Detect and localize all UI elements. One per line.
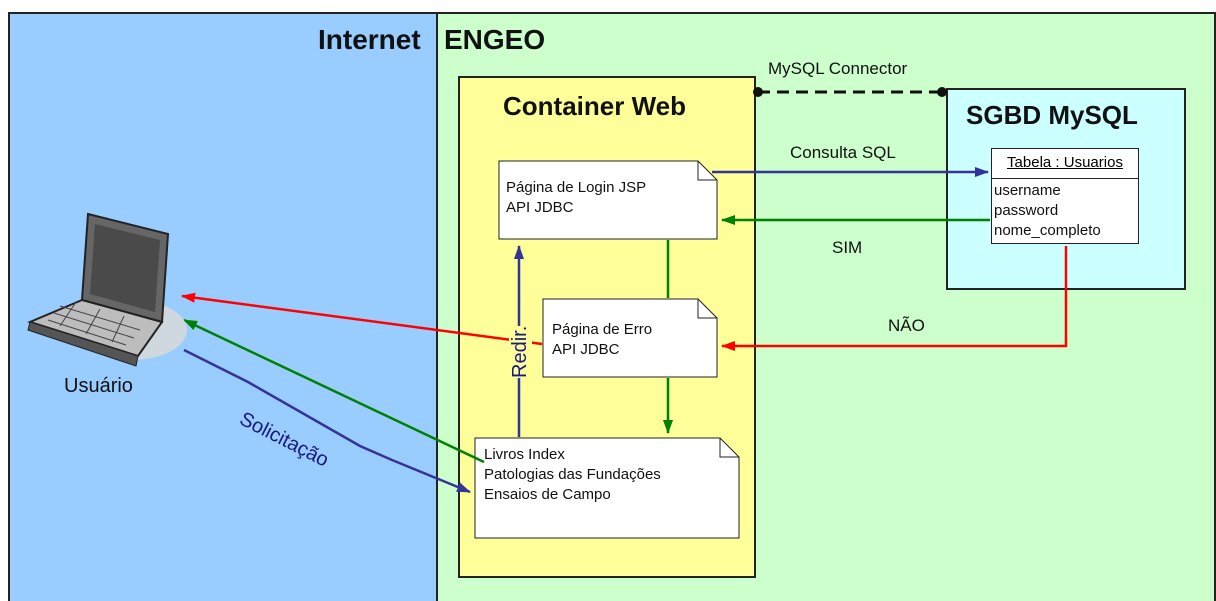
- sim-label: SIM: [832, 238, 863, 257]
- erro-to-user-arrow: [181, 292, 543, 346]
- document-shape-icon: [474, 437, 740, 539]
- erro-doc-line-2: API JDBC: [552, 341, 620, 358]
- nao-label: NÃO: [888, 316, 925, 335]
- usuarios-table-title-text: Tabela : Usuarios: [1007, 154, 1123, 171]
- field-username: username: [994, 182, 1061, 199]
- livros-doc-line-1: Livros Index: [484, 446, 565, 463]
- login-doc-line-2: API JDBC: [506, 199, 574, 216]
- erro-doc-line-1: Página de Erro: [552, 321, 653, 338]
- usuarios-table-fields: username password nome_completo: [994, 181, 1101, 241]
- consulta-sql-label: Consulta SQL: [790, 143, 896, 162]
- field-nome-completo: nome_completo: [994, 222, 1101, 239]
- sgbd-mysql-title: SGBD MySQL: [966, 100, 1138, 130]
- user-label: Usuário: [64, 375, 133, 397]
- erro-page-document: Página de Erro API JDBC: [542, 298, 718, 378]
- mysql-connector-label: MySQL Connector: [768, 59, 908, 78]
- livros-doc-line-3: Ensaios de Campo: [484, 486, 611, 503]
- redir-label: Redir.: [509, 325, 532, 378]
- usuarios-table: Tabela : Usuarios username password nome…: [991, 148, 1139, 244]
- document-shape-icon: [542, 298, 718, 378]
- solicitacao-arrow: [183, 348, 471, 494]
- livros-to-user-arrow: [183, 318, 485, 464]
- field-password: password: [994, 202, 1059, 219]
- login-page-document: Página de Login JSP API JDBC: [498, 160, 718, 240]
- nao-arrow: [721, 246, 1068, 351]
- connector-endpoint-icon: [937, 87, 947, 97]
- livros-doc-line-2: Patologias das Fundações: [484, 466, 661, 483]
- container-web-title: Container Web: [503, 91, 686, 121]
- usuarios-table-title: Tabela : Usuarios: [992, 149, 1138, 179]
- document-shape-icon: [498, 160, 718, 240]
- internet-zone-title: Internet: [318, 24, 421, 55]
- livros-index-document: Livros Index Patologias das Fundações En…: [474, 437, 740, 539]
- engeo-zone-title: ENGEO: [444, 24, 546, 55]
- laptop-icon: [27, 212, 187, 367]
- connector-endpoint-icon: [753, 87, 763, 97]
- login-doc-line-1: Página de Login JSP: [506, 179, 647, 196]
